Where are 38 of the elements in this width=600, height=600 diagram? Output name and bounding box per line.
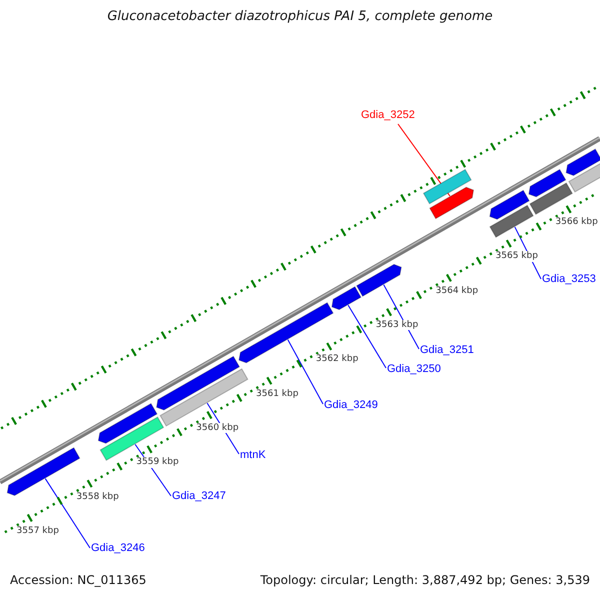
scale-label: 3562 kbp (316, 354, 358, 365)
gene-label: Gdia_3251 (420, 344, 474, 357)
genome-info-text: Topology: circular; Length: 3,887,492 bp; Genes: 3,539 (260, 574, 590, 588)
scale-label: 3563 kbp (376, 320, 418, 330)
gene-bar (489, 204, 534, 238)
gene-label: Gdia_3249 (324, 399, 378, 412)
gene-bar (568, 162, 600, 193)
scale-label: 3561 kbp (256, 388, 298, 399)
gene-label: Gdia_3252 (361, 109, 415, 122)
gene-bar (566, 148, 600, 176)
gene-bar (422, 168, 472, 204)
leader-line (398, 124, 450, 197)
scale-label: 3559 kbp (136, 457, 179, 468)
scale-label: 3558 kbp (76, 492, 119, 502)
gene-bar (429, 186, 474, 220)
gene-label: Gdia_3246 (91, 542, 145, 555)
gene-bar (331, 286, 362, 310)
title: Gluconacetobacter diazotrophicus PAI 5, complete genome (107, 10, 493, 25)
gene-label: Gdia_3247 (172, 490, 226, 503)
gene-bar (529, 182, 573, 215)
leader-line (44, 478, 90, 548)
accession-text: Accession: NC_011365 (10, 574, 146, 588)
gene-label: Gdia_3253 (542, 273, 596, 286)
gene-bar (356, 264, 402, 297)
scale-label: 3557 kbp (16, 526, 59, 536)
scale-label: 3564 kbp (436, 286, 478, 296)
leader-line (287, 339, 324, 404)
gene-bar (528, 168, 566, 198)
gene-bar (156, 356, 240, 411)
gene-label: mtnK (240, 449, 266, 462)
scale-label: 3566 kbp (555, 217, 598, 228)
scale-label: 3565 kbp (496, 251, 538, 262)
gene-bar (98, 402, 158, 444)
gene-label: Gdia_3250 (387, 363, 441, 376)
leader-line (383, 284, 420, 350)
gene-bar (489, 190, 530, 220)
scale-label: 3560 kbp (196, 422, 239, 434)
leader-line (348, 304, 386, 368)
